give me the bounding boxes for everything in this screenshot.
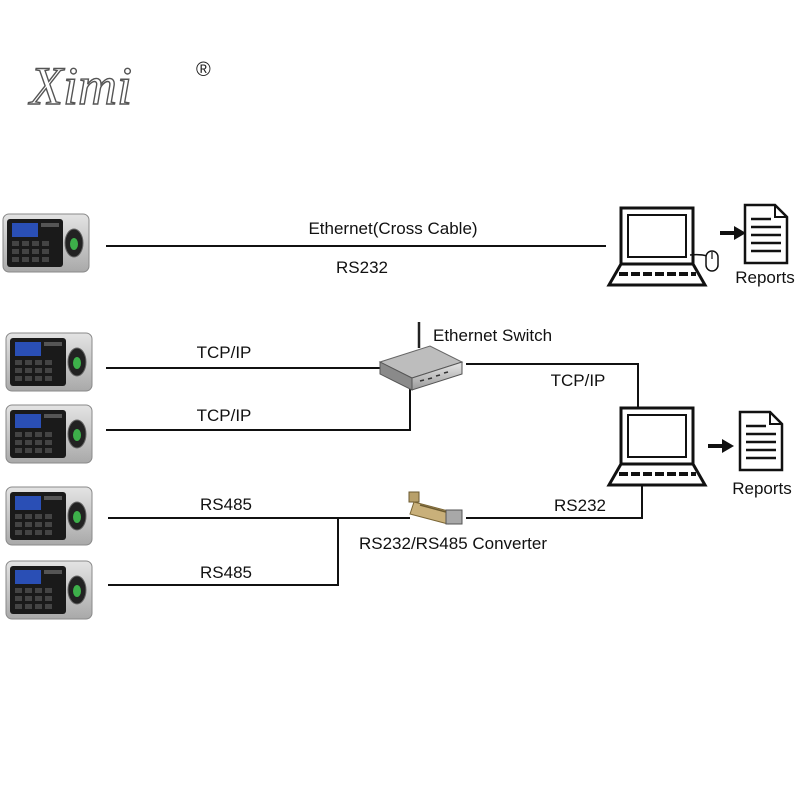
converter-label: RS232/RS485 Converter [359, 534, 547, 553]
computer-icon-1 [607, 206, 707, 287]
tcpip-label-2: TCP/IP [197, 406, 252, 425]
ethernet-switch-icon [378, 322, 464, 391]
arrow-icon-1 [718, 224, 748, 242]
arrow-icon-2 [706, 437, 736, 455]
ximi-logo: Ximi ® [27, 55, 211, 116]
terminal-3 [5, 404, 93, 464]
tcpip-label-pc: TCP/IP [551, 371, 606, 390]
rs485-label-2: RS485 [200, 563, 252, 582]
rs485-label-1: RS485 [200, 495, 252, 514]
ethernet-switch-label: Ethernet Switch [433, 326, 552, 345]
document-icon-2 [738, 410, 784, 472]
terminal-2 [5, 332, 93, 392]
mouse-icon [689, 250, 719, 272]
terminal-5 [5, 560, 93, 620]
terminal-1 [2, 213, 90, 273]
terminal-4 [5, 486, 93, 546]
switch-to-pc-line [466, 363, 639, 408]
rs232-label-pc: RS232 [554, 496, 606, 515]
tcp-line-2 [106, 386, 411, 431]
converter-to-pc-line [466, 484, 643, 519]
document-icon-1 [743, 203, 789, 265]
registered-mark: ® [196, 59, 211, 81]
computer-icon-2 [607, 406, 707, 487]
converter-icon [408, 491, 463, 525]
reports-label-1: Reports [735, 268, 795, 287]
rs232-label-row1: RS232 [336, 258, 388, 277]
tcpip-label-1: TCP/IP [197, 343, 252, 362]
rs485-line-2 [108, 518, 339, 586]
reports-label-2: Reports [732, 479, 792, 498]
logo-text: Ximi [28, 56, 132, 116]
ethernet-cross-cable-label: Ethernet(Cross Cable) [308, 219, 477, 238]
